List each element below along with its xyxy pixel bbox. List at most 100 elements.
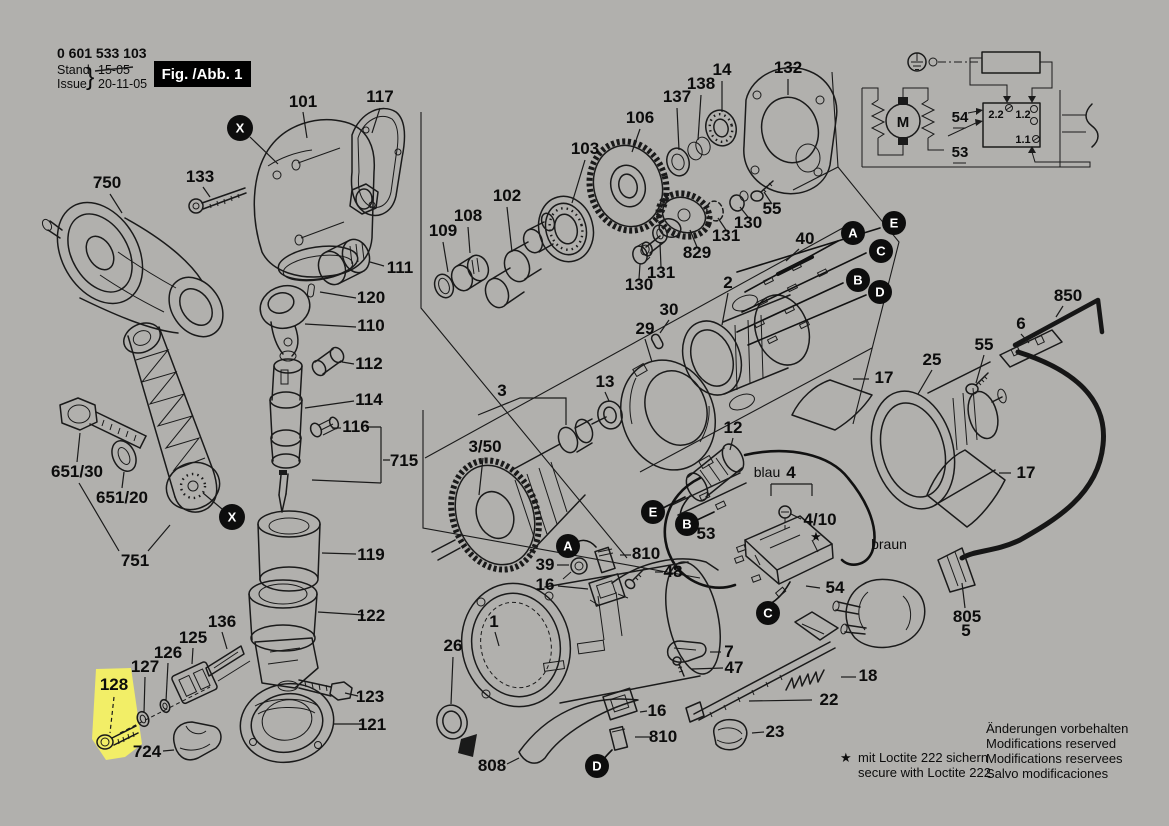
callout-54-switch: 54 [826,578,845,597]
loctite-star: ★ [840,750,852,765]
part-spring-18 [785,669,825,691]
callout-125: 125 [179,628,207,647]
part-plug-5 [832,578,926,649]
part-brush-holder-16-upper [588,573,629,607]
date-brace: } [86,63,94,91]
callout-17-upper: 17 [875,368,894,387]
marker-c-switch: C [756,601,780,625]
part-washer-130-upper [729,190,749,212]
part-screw-133 [188,187,247,214]
part-switch-assembly-4 [733,505,834,585]
callout-810-upper: 810 [632,544,660,563]
rights-de: Änderungen vorbehalten [986,721,1128,736]
callout-131-lower: 131 [647,263,675,282]
callout-13: 13 [596,372,615,391]
svg-text:B: B [682,517,691,532]
part-lever-110 [259,284,311,362]
callout-120: 120 [357,288,385,307]
document-part-number: 0 601 533 103 [57,45,147,61]
callout-133: 133 [186,167,214,186]
part-ring-nut-121 [239,682,335,764]
part-bearing-plate-132 [743,66,838,195]
callout-136: 136 [208,612,236,631]
svg-text:C: C [876,244,886,259]
callout-111: 111 [387,258,414,277]
circuit-label-53: 53 [952,144,969,161]
old-date: 15-05 [98,63,130,77]
part-ring-26 [436,704,468,740]
callout-3: 3 [497,381,506,400]
part-needle-sleeve-111 [317,238,371,286]
callout-117: 117 [366,87,393,106]
marker-e-switch: E [641,500,665,524]
terminal-1-1: 1.1 [1015,134,1030,146]
loctite-note-de: mit Loctite 222 sichern [858,750,988,765]
callout-53-switch: 53 [697,524,716,543]
part-bolt-651-30 [59,397,147,449]
marker-b-switch: B [675,512,699,536]
callout-112: 112 [355,354,382,373]
marker-d-wire: D [868,280,892,304]
callout-6: 6 [1016,314,1025,333]
part-washer-131-lower [652,224,668,244]
callout-29: 29 [636,319,655,338]
issue-label: Issue [57,77,87,91]
issue-date: 20-11-05 [98,77,147,91]
part-cylinder-119 [257,510,321,592]
terminal-1-2: 1.2 [1015,109,1030,121]
circuit-label-54: 54 [952,109,969,126]
callout-121: 121 [358,715,386,734]
callout-48: 48 [664,562,683,581]
ground-symbol-icon [907,52,980,72]
part-washer-137 [666,147,690,177]
callout-103: 103 [571,139,599,158]
callout-5: 5 [961,621,970,640]
part-bell-housing-29 [619,359,717,471]
callout-805: 805 [953,607,981,626]
callout-119: 119 [357,545,384,564]
part-bearing-103 [537,195,595,263]
callout-128: 128 [100,675,128,694]
part-bearing-14 [705,109,737,147]
callout-22: 22 [820,690,839,709]
callout-16-lower: 16 [648,701,667,720]
callout-101: 101 [289,92,317,111]
callout-114: 114 [355,390,383,409]
part-blade-bar-22 [685,611,839,723]
svg-text:C: C [763,606,773,621]
callout-14: 14 [713,60,732,79]
part-spring-39 [562,557,588,580]
terminal-2-2: 2.2 [988,109,1003,121]
callout-26: 26 [444,636,463,655]
callout-17-lower: 17 [1017,463,1036,482]
svg-text:A: A [848,226,858,241]
callout-829: 829 [683,243,711,262]
callout-braun: braun [871,536,907,552]
callout-39: 39 [536,555,555,574]
part-brush-leads-53 [662,472,747,521]
callout-116: 116 [342,417,369,436]
part-washer-651-20 [111,440,137,472]
callout-4: 4 [786,463,796,482]
footer-notes: ★ mit Loctite 222 sichern secure with Lo… [840,721,1128,781]
part-tool-holder-114 [269,358,303,469]
part-washer-126 [159,698,171,714]
callout-122: 122 [357,606,385,625]
part-spring-washers-138 [687,136,711,161]
callout-1: 1 [489,612,498,631]
old-date-strikethrough [94,66,134,72]
construction-lines [420,71,900,579]
part-washer-127 [136,710,150,728]
figure-label: Fig. /Abb. 1 [162,66,243,83]
callout-2: 2 [723,273,732,292]
marker-x-lever: X [219,504,245,530]
part-film-808 [518,698,639,764]
plug-symbol-icon [1085,103,1099,148]
rights-en: Modifications reserved [986,736,1116,751]
callout-star-4-10: ★ [810,529,822,544]
part-clamp-7 [666,640,707,663]
part-screw-55-gear [750,180,774,202]
callout-12: 12 [724,418,743,437]
marker-d-brush: D [585,754,609,778]
